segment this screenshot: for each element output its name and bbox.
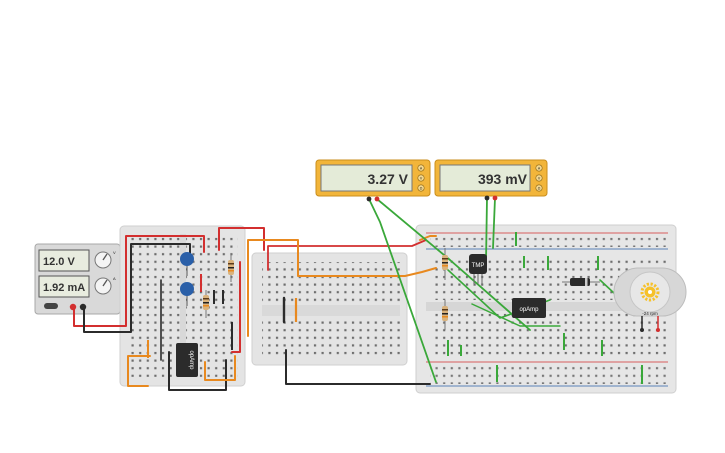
wire-green-meter2b[interactable] — [492, 197, 496, 249]
multimeter-2-btn-v[interactable]: V — [538, 177, 541, 181]
resistor-4[interactable] — [442, 300, 448, 330]
wires[interactable] — [73, 197, 641, 391]
multimeter-knob-icon[interactable]: A V Ω — [535, 164, 543, 192]
multimeter-2-probe-red[interactable] — [492, 195, 498, 201]
multimeter-2[interactable]: 393 mV A V Ω — [434, 159, 548, 201]
tmp-sensor[interactable]: TMP — [469, 254, 487, 284]
current-knob-label: A — [113, 276, 116, 281]
resistor-1[interactable] — [228, 254, 234, 282]
wire-green-diag[interactable] — [471, 303, 561, 327]
multimeter-1-probe-black[interactable] — [366, 196, 372, 202]
wire-red-vertical[interactable] — [231, 261, 241, 353]
wire-green-meter2[interactable] — [485, 197, 488, 263]
wire-black-supply[interactable] — [83, 243, 191, 333]
dc-motor[interactable]: -24 rpm — [613, 267, 687, 332]
voltage-display — [38, 249, 90, 272]
breadboard-middle — [251, 252, 408, 366]
voltage-knob-label: V — [113, 250, 116, 255]
multimeter-1-probe-red[interactable] — [374, 196, 380, 202]
opamp-left-label: opAmp — [188, 350, 194, 370]
wire-green-meter1b[interactable] — [376, 198, 531, 331]
opamp-chip-right[interactable]: opAmp — [512, 298, 546, 318]
current-readout: 1.92 mA — [43, 282, 85, 294]
multimeter-2-reading: 393 mV — [478, 171, 528, 187]
capacitor-1[interactable] — [180, 252, 194, 276]
multimeter-1-btn-v[interactable]: V — [420, 177, 423, 181]
motor-speed: -24 rpm — [642, 311, 658, 316]
jumper-stubs[interactable] — [447, 232, 643, 384]
multimeter-1-btn-a[interactable]: A — [420, 167, 423, 171]
voltage-knob-icon[interactable] — [94, 251, 112, 269]
wire-black-bottom[interactable] — [168, 351, 227, 391]
capacitor-2[interactable] — [180, 282, 194, 306]
tmp-label: TMP — [472, 263, 485, 269]
power-switch[interactable] — [44, 303, 58, 309]
multimeter-1[interactable]: 3.27 V A V Ω — [315, 159, 431, 202]
multimeter-2-btn-ohm[interactable]: Ω — [538, 187, 541, 191]
diode[interactable] — [562, 278, 600, 286]
resistor-3[interactable] — [442, 248, 448, 280]
wire-orange-left[interactable] — [127, 355, 151, 387]
multimeter-2-btn-a[interactable]: A — [538, 167, 541, 171]
gear-icon — [640, 282, 660, 302]
current-display — [38, 275, 90, 298]
wire-red-supply[interactable] — [73, 235, 205, 327]
multimeter-knob-icon[interactable]: A V Ω — [417, 164, 425, 192]
multimeter-1-reading: 3.27 V — [368, 171, 409, 187]
voltage-readout: 12.0 V — [43, 256, 75, 268]
wire-red-long[interactable] — [267, 239, 427, 271]
resistor-2[interactable] — [203, 290, 209, 318]
wire-green-meter1[interactable] — [368, 198, 437, 383]
multimeter-2-probe-black[interactable] — [484, 195, 490, 201]
left-jumpers[interactable] — [147, 274, 233, 358]
wire-orange-top[interactable] — [247, 239, 437, 337]
opamp-right-label: opAmp — [519, 307, 539, 313]
wire-black-long[interactable] — [285, 349, 431, 385]
wire-orange-bottom[interactable] — [204, 355, 236, 381]
power-supply[interactable]: 12.0 V 1.92 mA V A — [34, 243, 121, 315]
opamp-chip-left[interactable]: opAmp — [176, 343, 198, 377]
multimeter-1-btn-ohm[interactable]: Ω — [420, 187, 423, 191]
current-knob-icon[interactable] — [94, 277, 112, 295]
